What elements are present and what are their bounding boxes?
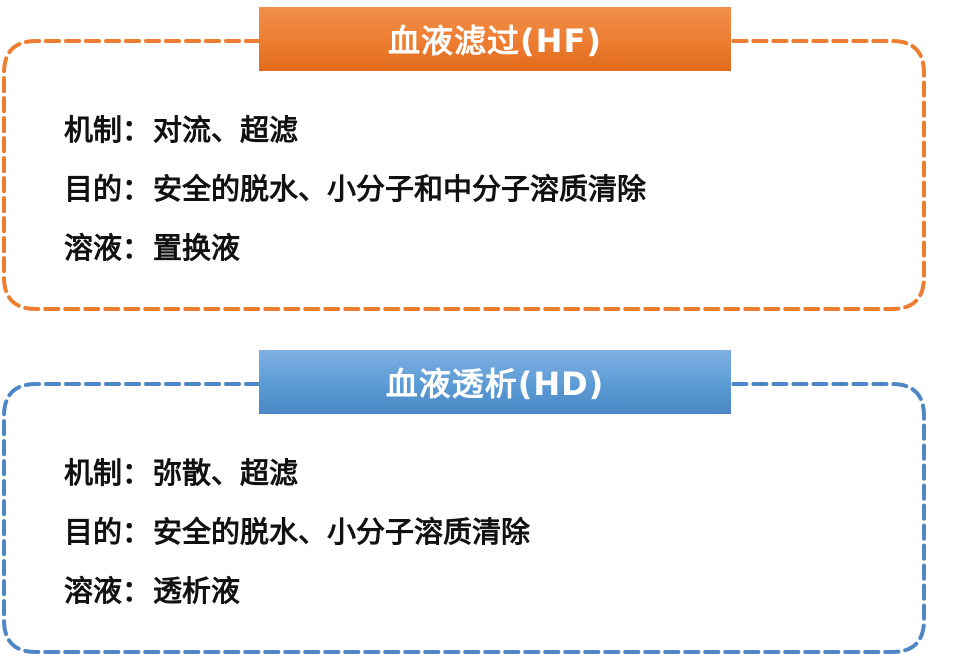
hf-dashed-frame <box>2 39 926 311</box>
hf-solution-label: 溶液： <box>64 230 152 265</box>
hd-solution-label: 溶液： <box>64 573 152 608</box>
hd-mechanism-row: 机制： 弥散、超滤 <box>64 441 530 500</box>
hf-mechanism-row: 机制： 对流、超滤 <box>64 98 646 157</box>
hf-solution-value: 置换液 <box>153 230 241 265</box>
hf-title: 血液滤过(HF) <box>259 7 731 71</box>
hd-title-text: 血液透析(HD) <box>385 365 605 403</box>
hf-purpose-label: 目的： <box>64 171 152 206</box>
hd-title: 血液透析(HD) <box>259 350 731 414</box>
hd-purpose-label: 目的： <box>64 514 152 549</box>
hd-mechanism-label: 机制： <box>64 455 152 490</box>
hd-content: 机制： 弥散、超滤 目的： 安全的脱水、小分子溶质清除 溶液： 透析液 <box>64 441 530 618</box>
hd-purpose-row: 目的： 安全的脱水、小分子溶质清除 <box>64 500 530 559</box>
hd-dashed-frame <box>2 382 926 654</box>
hd-panel: 血液透析(HD) 机制： 弥散、超滤 目的： 安全的脱水、小分子溶质清除 溶液：… <box>0 343 970 665</box>
hd-mechanism-value: 弥散、超滤 <box>153 455 299 490</box>
hf-panel: 血液滤过(HF) 机制： 对流、超滤 目的： 安全的脱水、小分子和中分子溶质清除… <box>0 0 970 322</box>
hf-mechanism-label: 机制： <box>64 112 152 147</box>
hf-solution-row: 溶液： 置换液 <box>64 216 646 275</box>
hd-purpose-value: 安全的脱水、小分子溶质清除 <box>153 514 531 549</box>
hd-solution-row: 溶液： 透析液 <box>64 559 530 618</box>
hf-content: 机制： 对流、超滤 目的： 安全的脱水、小分子和中分子溶质清除 溶液： 置换液 <box>64 98 646 275</box>
hf-purpose-row: 目的： 安全的脱水、小分子和中分子溶质清除 <box>64 157 646 216</box>
hf-purpose-value: 安全的脱水、小分子和中分子溶质清除 <box>153 171 647 206</box>
hf-title-text: 血液滤过(HF) <box>388 22 602 60</box>
hd-solution-value: 透析液 <box>153 573 241 608</box>
hf-mechanism-value: 对流、超滤 <box>153 112 299 147</box>
